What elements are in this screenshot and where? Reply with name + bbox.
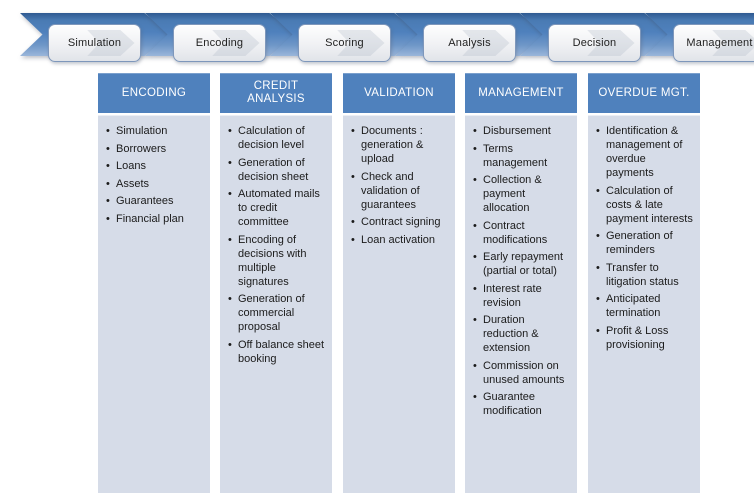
list-item: Simulation xyxy=(105,124,205,138)
list-item: Interest rate revision xyxy=(472,282,572,310)
column-header: VALIDATION xyxy=(343,73,455,113)
column-header: ENCODING xyxy=(98,73,210,113)
list-item: Automated mails to credit committee xyxy=(227,187,327,229)
list-item: Off balance sheet booking xyxy=(227,338,327,366)
list-item: Transfer to litigation status xyxy=(595,261,695,289)
list-item: Generation of commercial proposal xyxy=(227,292,327,334)
list-item: Loan activation xyxy=(350,233,450,247)
feature-list: Calculation of decision levelGeneration … xyxy=(227,124,327,366)
column-title: OVERDUE MGT. xyxy=(598,86,690,99)
column-title: VALIDATION xyxy=(364,86,434,99)
list-item: Duration reduction & extension xyxy=(472,313,572,355)
column-title: MANAGEMENT xyxy=(478,86,564,99)
list-item: Guarantee modification xyxy=(472,390,572,418)
column-body: SimulationBorrowersLoansAssetsGuarantees… xyxy=(98,115,210,493)
column-body: DisbursementTerms managementCollection &… xyxy=(465,115,577,493)
list-item: Contract signing xyxy=(350,215,450,229)
process-step-label: Analysis xyxy=(448,37,491,49)
list-item: Documents : generation & upload xyxy=(350,124,450,166)
list-item: Guarantees xyxy=(105,194,205,208)
process-step-encoding: Encoding xyxy=(173,24,266,62)
list-item: Calculation of costs & late payment inte… xyxy=(595,184,695,226)
list-item: Commission on unused amounts xyxy=(472,359,572,387)
column-body: Calculation of decision levelGeneration … xyxy=(220,115,332,493)
process-step-analysis: Analysis xyxy=(423,24,516,62)
list-item: Terms management xyxy=(472,142,572,170)
list-item: Contract modifications xyxy=(472,219,572,247)
column-validation: VALIDATION Documents : generation & uploa… xyxy=(343,73,455,493)
column-encoding: ENCODING SimulationBorrowersLoansAssetsGu… xyxy=(98,73,210,493)
list-item: Encoding of decisions with multiple sign… xyxy=(227,233,327,289)
column-header: OVERDUE MGT. xyxy=(588,73,700,113)
list-item: Financial plan xyxy=(105,212,205,226)
column-body: Documents : generation & uploadCheck and… xyxy=(343,115,455,493)
feature-list: SimulationBorrowersLoansAssetsGuarantees… xyxy=(105,124,205,226)
list-item: Loans xyxy=(105,159,205,173)
list-item: Profit & Loss provisioning xyxy=(595,324,695,352)
list-item: Collection & payment allocation xyxy=(472,173,572,215)
list-item: Borrowers xyxy=(105,142,205,156)
process-step-label: Management xyxy=(686,37,753,49)
list-item: Generation of reminders xyxy=(595,229,695,257)
list-item: Assets xyxy=(105,177,205,191)
process-step-label: Decision xyxy=(572,37,617,49)
feature-list: Documents : generation & uploadCheck and… xyxy=(350,124,450,247)
column-header: CREDIT ANALYSIS xyxy=(220,73,332,113)
list-item: Calculation of decision level xyxy=(227,124,327,152)
list-item: Check and validation of guarantees xyxy=(350,170,450,212)
process-step-management: Management xyxy=(673,24,754,62)
list-item: Generation of decision sheet xyxy=(227,156,327,184)
column-title: CREDIT ANALYSIS xyxy=(247,80,305,105)
process-step-label: Encoding xyxy=(195,37,244,49)
feature-list: Identification & management of overdue p… xyxy=(595,124,695,352)
column-credit-analysis: CREDIT ANALYSIS Calculation of decision l… xyxy=(220,73,332,493)
column-body: Identification & management of overdue p… xyxy=(588,115,700,493)
process-step-label: Simulation xyxy=(67,37,122,49)
column-overdue-mgt: OVERDUE MGT. Identification & management … xyxy=(588,73,700,493)
process-step-decision: Decision xyxy=(548,24,641,62)
list-item: Early repayment (partial or total) xyxy=(472,250,572,278)
process-step-label: Scoring xyxy=(325,37,364,49)
list-item: Identification & management of overdue p… xyxy=(595,124,695,180)
process-step-scoring: Scoring xyxy=(298,24,391,62)
list-item: Disbursement xyxy=(472,124,572,138)
column-header: MANAGEMENT xyxy=(465,73,577,113)
list-item: Anticipated termination xyxy=(595,292,695,320)
column-title: ENCODING xyxy=(121,86,187,99)
feature-list: DisbursementTerms managementCollection &… xyxy=(472,124,572,418)
process-step-simulation: Simulation xyxy=(48,24,141,62)
column-management: MANAGEMENT DisbursementTerms managementCo… xyxy=(465,73,577,493)
